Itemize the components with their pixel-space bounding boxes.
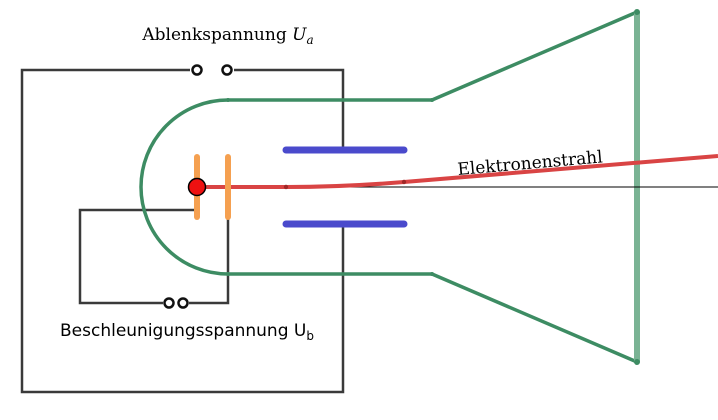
screen-top-point xyxy=(634,9,640,15)
deflection-circuit xyxy=(20,68,345,394)
beam-point-exit xyxy=(401,179,407,185)
acceleration-wire xyxy=(78,208,230,305)
electron-beam xyxy=(197,154,718,189)
acceleration-voltage-label: Beschleunigungsspannung Ub xyxy=(60,321,314,343)
electron-beam-label: Elektronenstrahl xyxy=(457,147,604,180)
electron-source xyxy=(187,177,207,197)
deflection-terminal-right xyxy=(221,64,233,76)
screen-bottom-point xyxy=(634,359,640,365)
tube-joint-top xyxy=(226,98,230,102)
tube-joint-bottom xyxy=(226,272,230,276)
acceleration-terminal-right xyxy=(177,297,189,309)
tube-joint-bottom-right xyxy=(430,272,434,276)
tube-outline xyxy=(139,10,638,364)
beam-point-entry xyxy=(283,184,289,190)
deflection-wire xyxy=(20,68,345,394)
acceleration-terminal-left xyxy=(163,297,175,309)
tube-joint-top-right xyxy=(430,98,434,102)
deflection-terminal-left xyxy=(191,64,203,76)
deflection-voltage-label: Ablenkspannung Ua xyxy=(141,25,313,47)
acceleration-circuit xyxy=(78,208,230,305)
